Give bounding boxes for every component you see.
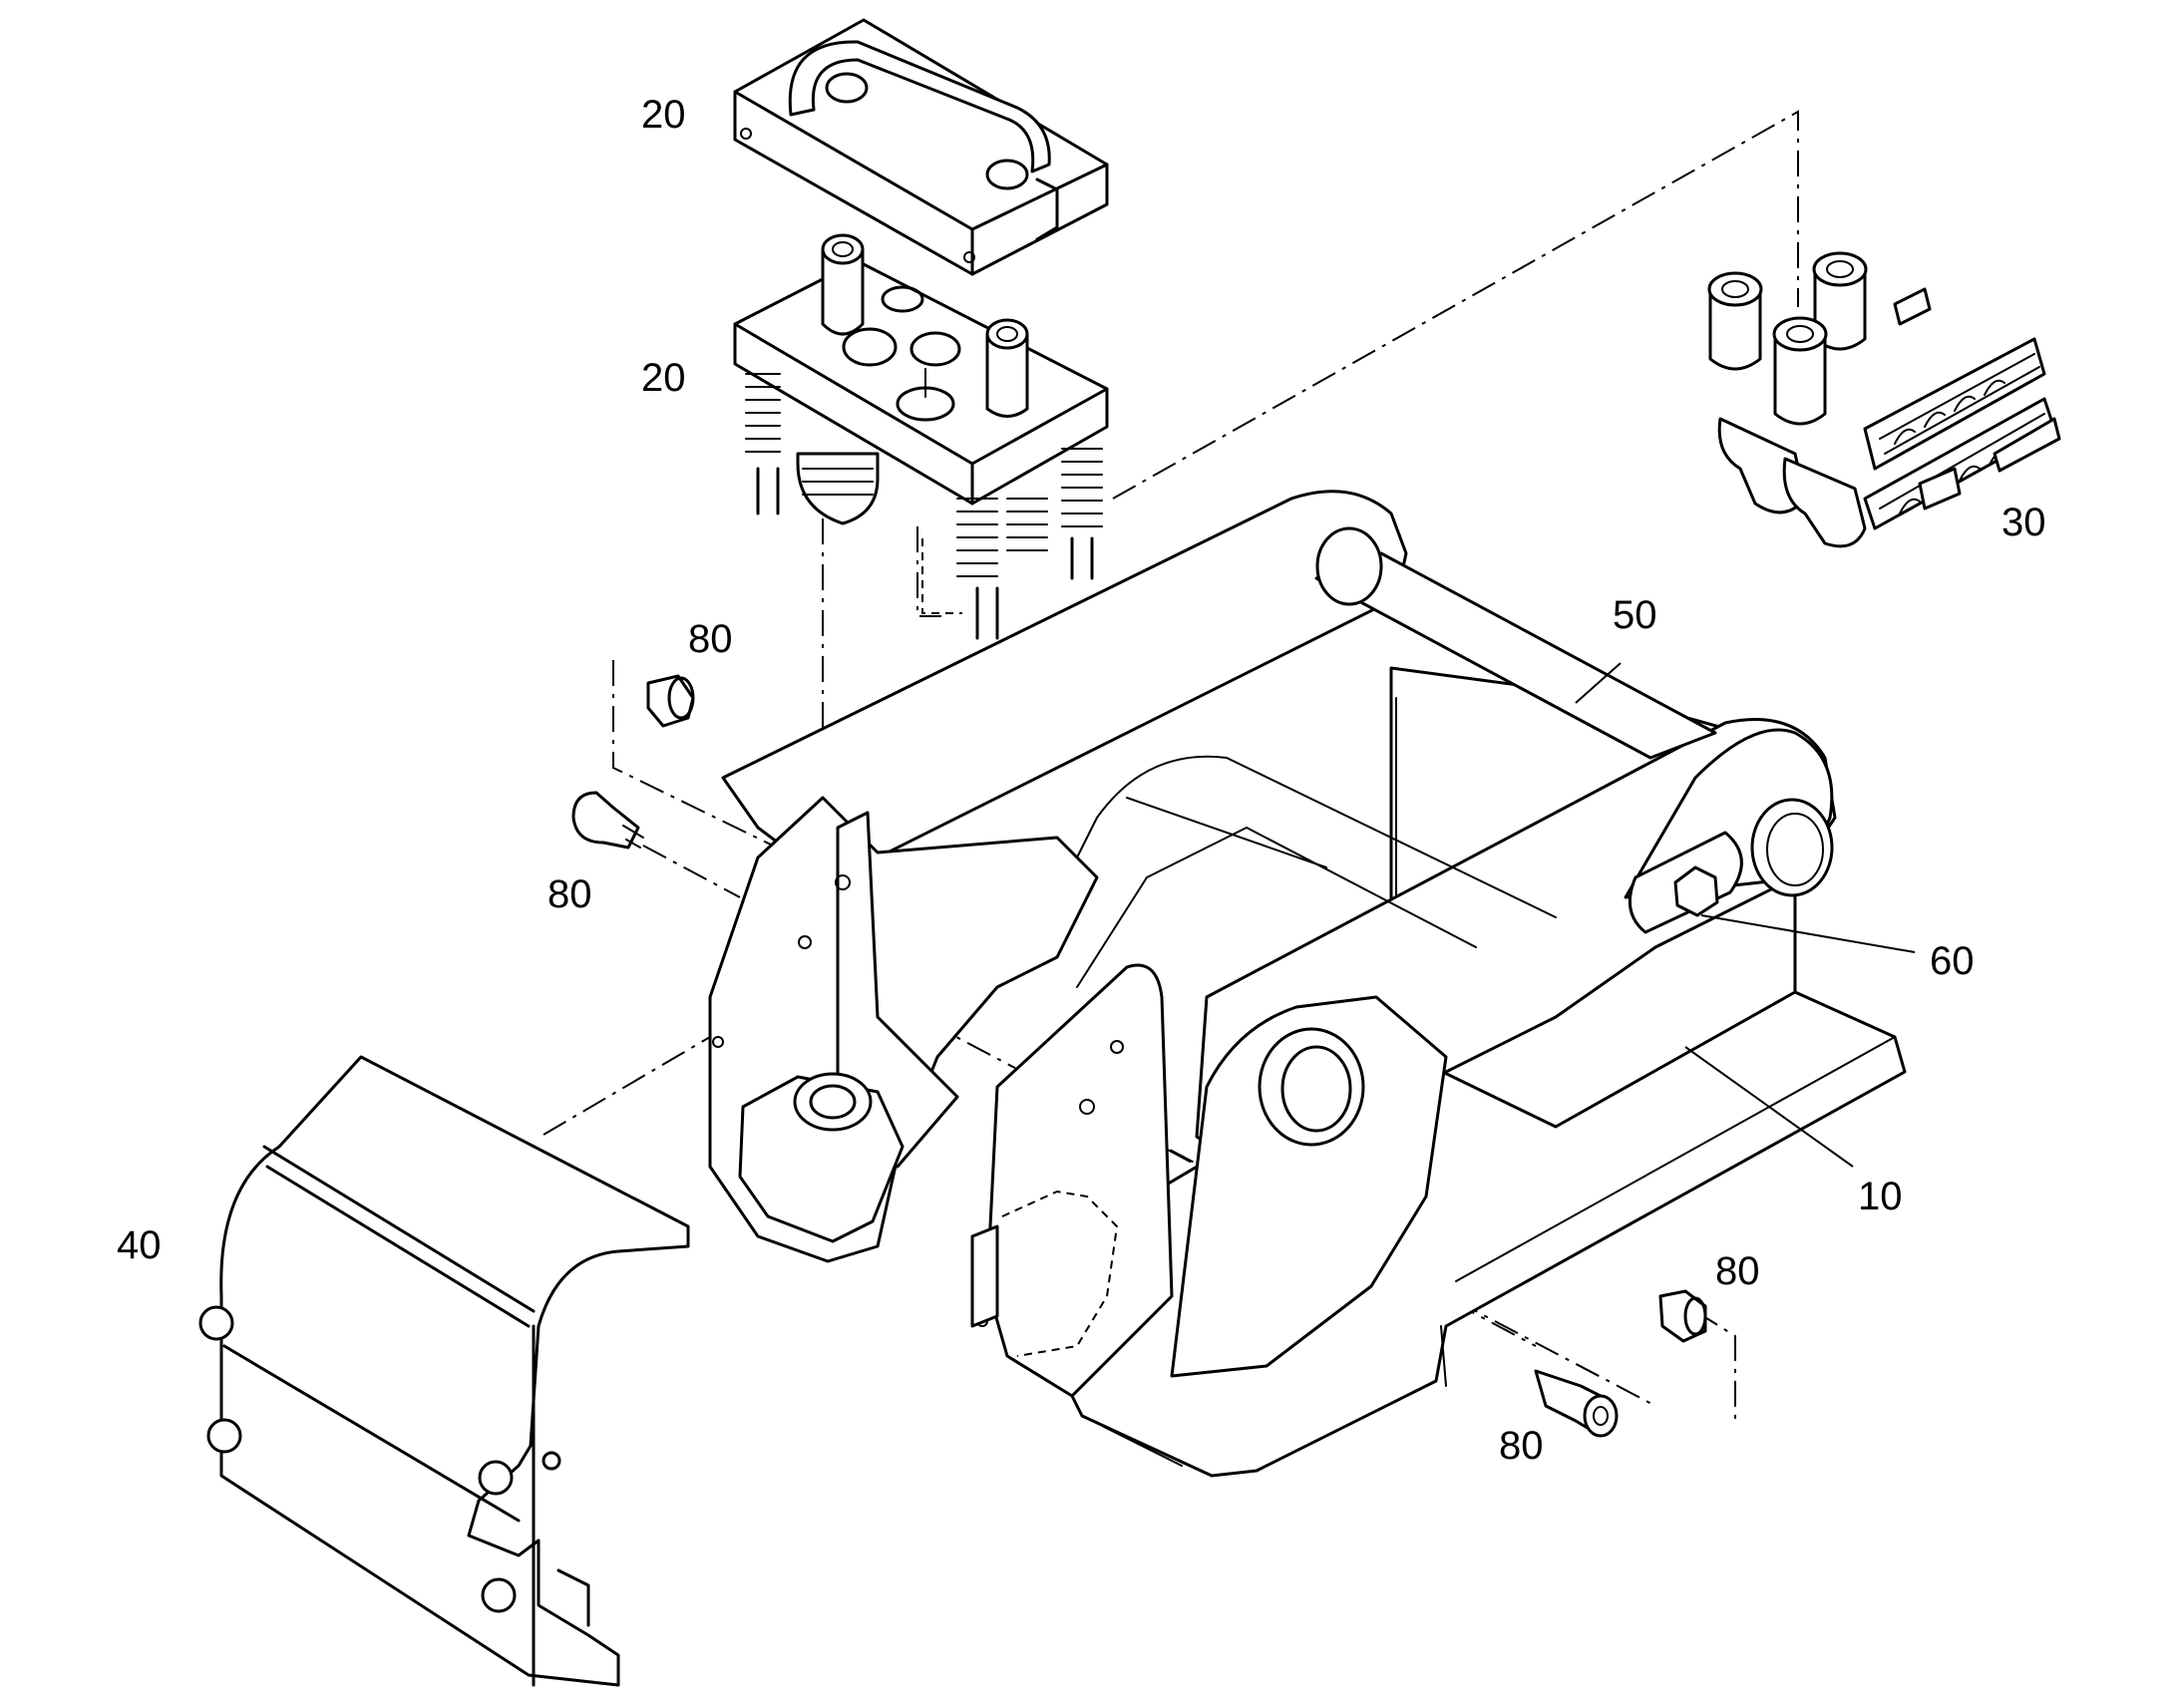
fastener-part-80-upper-nut <box>646 674 695 728</box>
callout-labels: 20 20 30 50 80 80 60 10 40 80 80 <box>117 93 2046 1468</box>
label-part-30: 30 <box>2001 501 2046 544</box>
base-frame-part-10 <box>708 490 1907 1478</box>
label-part-80-lower-nut: 80 <box>1715 1249 1760 1293</box>
leader-lines <box>1575 662 1916 1168</box>
hose-assembly-part-30 <box>1707 251 2061 548</box>
label-part-60: 60 <box>1930 939 1975 983</box>
guard-part-40 <box>198 1055 690 1687</box>
label-part-50: 50 <box>1613 593 1657 637</box>
top-cover-part-20 <box>733 18 1109 276</box>
label-part-80-lower-screw: 80 <box>1499 1424 1544 1468</box>
label-part-10: 10 <box>1858 1175 1903 1218</box>
label-part-40: 40 <box>117 1223 162 1267</box>
fastener-part-80-lower-screw <box>1534 1369 1619 1438</box>
label-part-80-upper-screw: 80 <box>547 872 592 916</box>
guard-bolts <box>198 1305 561 1613</box>
fastener-part-80-upper-screw <box>571 791 644 850</box>
label-part-80-upper-nut: 80 <box>688 617 733 661</box>
label-part-20-plate: 20 <box>641 356 686 400</box>
label-part-20-cover: 20 <box>641 93 686 137</box>
coupler-plate-part-20 <box>733 233 1109 640</box>
fastener-part-80-lower-nut <box>1658 1289 1707 1343</box>
